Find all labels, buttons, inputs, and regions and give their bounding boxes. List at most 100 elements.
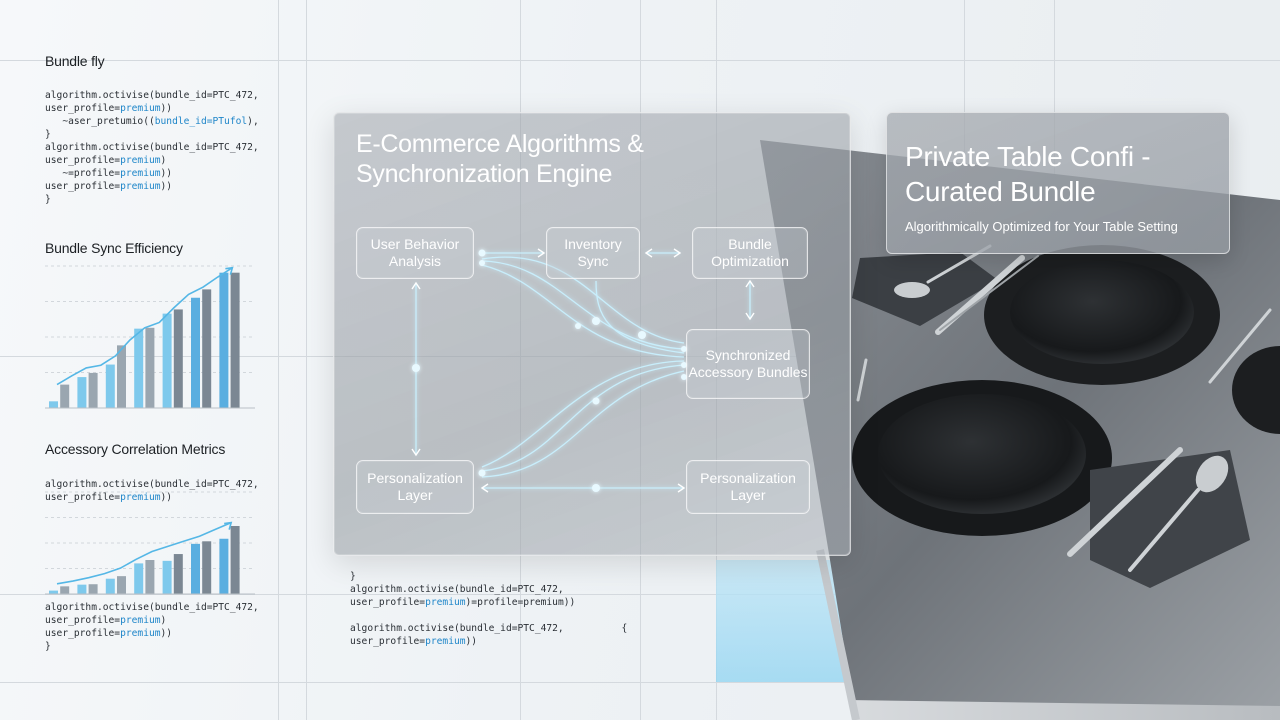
code-line: algorithm.octivise(bundle_id=PTC_472, { [350, 623, 628, 634]
flow-node-dot [412, 364, 420, 372]
accessory-correlation-chart [45, 491, 255, 595]
product-card-title: Private Table Confi - Curated Bundle [905, 141, 1151, 207]
trend-arrowhead [224, 521, 233, 530]
flow-connections [411, 248, 755, 493]
chart-bar [230, 526, 240, 594]
product-card-subtitle: Algorithmically Optimized for Your Table… [905, 219, 1178, 234]
flow-line [481, 260, 685, 350]
chart-bar [117, 345, 126, 408]
flow-line [481, 264, 685, 358]
code-line: } [45, 194, 51, 205]
left-column: Bundle fly algorithm.octivise(bundle_id=… [0, 0, 278, 720]
spoon-shape [1128, 488, 1200, 572]
chart-bar [60, 384, 70, 408]
chart-bar [173, 554, 183, 594]
arrowhead [537, 248, 546, 258]
chart-bar [88, 372, 98, 408]
code-block: algorithm.octivise(bundle_id=PTC_472,use… [45, 89, 259, 206]
correlation-metrics-title: Accessory Correlation Metrics [45, 441, 226, 457]
code-line: algorithm.octivise(bundle_id=PTC_472, [350, 584, 564, 595]
arrowhead [677, 483, 686, 493]
code-line: algorithm.octivise(bundle_id=PTC_472, [45, 479, 259, 490]
algorithm-engine-panel: E-Commerce Algorithms & Synchronization … [333, 112, 851, 556]
chart-bar [49, 590, 58, 594]
flow-node-dot [681, 346, 687, 352]
code-line: } [45, 641, 51, 652]
chart-bar [117, 576, 126, 594]
code-line: user_profile=premium)) [45, 628, 173, 639]
flow-line [481, 360, 685, 468]
code-line: user_profile=premium)) [350, 636, 478, 647]
chart-bar [202, 541, 212, 594]
node-personalization-layer-right: Personalization Layer [686, 460, 810, 514]
chart-bar [162, 313, 172, 408]
chart-bar [134, 328, 144, 408]
flow-line [481, 370, 685, 478]
node-personalization-layer-left: Personalization Layer [356, 460, 474, 514]
chart-bar [191, 297, 200, 408]
flow-node-dot [638, 331, 646, 339]
arrowhead [745, 279, 755, 288]
code-line: user_profile=premium)) [45, 181, 173, 192]
code-line: algorithm.octivise(bundle_id=PTC_472, [45, 602, 259, 613]
chart-bar [230, 272, 240, 408]
chart-bar [219, 272, 229, 408]
arrowhead [411, 281, 421, 290]
arrowhead [745, 312, 755, 321]
arrowhead [644, 248, 653, 258]
node-user-behavior-analysis: User Behavior Analysis [356, 227, 474, 279]
node-bundle-optimization: Bundle Optimization [692, 227, 808, 279]
code-line: algorithm.octivise(bundle_id=PTC_472, [45, 90, 259, 101]
chart-bar [60, 586, 70, 594]
flow-node-dot [592, 484, 600, 492]
flow-line [481, 256, 685, 344]
flow-line [595, 280, 685, 354]
flow-node-dot [478, 249, 486, 257]
code-line: algorithm.octivise(bundle_id=PTC_472, [45, 142, 259, 153]
arrowhead [411, 448, 421, 457]
chart-bar [105, 364, 115, 408]
sync-efficiency-title: Bundle Sync Efficiency [45, 240, 183, 256]
code-block: algorithm.octivise(bundle_id=PTC_472,use… [45, 478, 259, 504]
code-line: user_profile=premium)) [45, 103, 173, 114]
fork-shape [856, 358, 868, 402]
code-line: user_profile=premium) [45, 155, 167, 166]
flow-node-dot [681, 362, 687, 368]
flow-node-dot [592, 397, 600, 405]
code-block: algorithm.octivise(bundle_id=PTC_472,use… [45, 601, 259, 653]
flow-node-dot [575, 323, 581, 329]
code-line [350, 609, 627, 622]
flow-node-dot [681, 374, 687, 380]
trend-arrowhead [225, 266, 234, 275]
chart-bar [173, 309, 183, 408]
code-line: } [350, 571, 356, 582]
knife-shape [939, 255, 1039, 331]
knife-shape [935, 255, 1025, 335]
product-card: Private Table Confi - Curated Bundle Alg… [886, 112, 1230, 254]
code-line: user_profile=premium)) [45, 492, 173, 503]
chart-bar [77, 584, 87, 594]
chart-bar [49, 401, 58, 408]
trend-line [56, 266, 233, 386]
chart-bar [191, 543, 200, 594]
chart-bar [219, 538, 229, 594]
node-synchronized-accessory-bundles: Synchronized Accessory Bundles [686, 329, 810, 399]
bottom-code-block: } algorithm.octivise(bundle_id=PTC_472,us… [350, 570, 627, 648]
chart-bar [162, 560, 172, 594]
bundle-fly-title: Bundle fly [45, 53, 105, 69]
code-line: user_profile=premium) [45, 615, 167, 626]
chart-bar [145, 560, 155, 594]
trend-line [56, 521, 232, 585]
flow-line [481, 364, 685, 472]
fork-shape [1208, 308, 1272, 384]
chart-bar [105, 578, 115, 594]
arrowhead [673, 248, 682, 258]
flow-node-dot [478, 469, 486, 477]
code-line: user_profile=premium)=profile=premium)) [350, 597, 576, 608]
chart-bar [134, 563, 144, 594]
bundle-sync-efficiency-chart [45, 265, 255, 409]
chart-bar [77, 377, 87, 408]
code-line: } [45, 129, 51, 140]
spoon-shape [894, 282, 930, 298]
knife-shape [1067, 447, 1183, 557]
